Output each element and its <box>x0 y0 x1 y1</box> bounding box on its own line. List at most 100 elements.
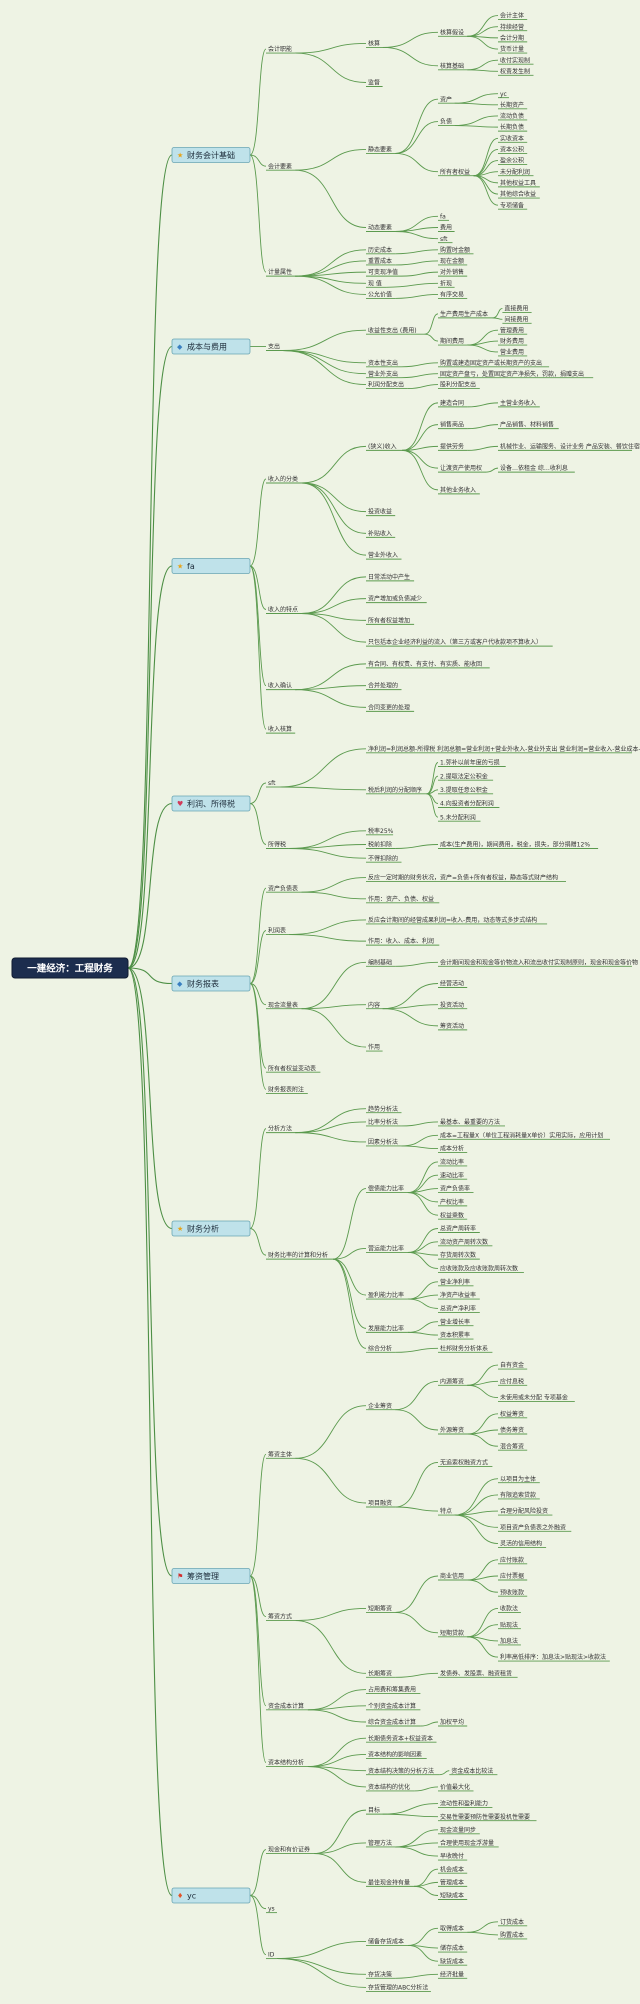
node-branches-6-children-1-children-1-children-0[interactable]: 发债券、发股票、融资租赁 <box>440 1669 512 1677</box>
node-branches-0-children-1-children-0-children-0[interactable]: 资产 <box>440 95 452 103</box>
node-branches-3-children-0-children-1-children-2[interactable]: 3.提取任意公积金 <box>440 786 488 794</box>
node-branches-1-children-0-children-0-children-0[interactable]: 生产费用生产成本 <box>440 310 488 318</box>
node-branches-6-children-1-children-0-children-0-children-1[interactable]: 应付票据 <box>500 1572 524 1580</box>
node-branches-4-children-2-children-1-children-2[interactable]: 筹资活动 <box>440 1022 464 1030</box>
node-branches-4-children-1-children-0[interactable]: 反应会计期间的经营成果利润=收入-费用，动态等式多步式结构 <box>368 916 537 924</box>
node-branches-3-children-1-children-2[interactable]: 不得扣除的 <box>368 854 398 862</box>
node-branches-6-children-3-children-2[interactable]: 资本结构决策的分析方法 <box>368 1767 434 1775</box>
node-branches-7-children-2-children-0-children-0[interactable]: 取得成本 <box>440 1924 464 1932</box>
node-branches-0-children-1-children-0-children-2-children-6[interactable]: 专项储备 <box>500 201 524 209</box>
node-branches-7-children-0-children-1-children-2[interactable]: 早收晚付 <box>440 1852 464 1860</box>
node-branches-2-children-0-children-0-children-1-children-0[interactable]: 产品销售、材料销售 <box>500 421 554 429</box>
node-branches-3-children-0-children-0[interactable]: 净利润=利润总额-所得税 利润总额=营业利润+营业外收入-营业外支出 营业利润=… <box>368 745 640 753</box>
node-branches-5-children-1-children-2[interactable]: 盈利能力比率 <box>368 1291 404 1299</box>
node-branches-0-children-2-children-1[interactable]: 重置成本 <box>368 257 392 265</box>
node-branches-1-children-0-children-2[interactable]: 营业外支出 <box>368 370 398 378</box>
node-branches-6-children-0-children-1-children-1-children-4[interactable]: 灵活的信用结构 <box>500 1540 542 1548</box>
node-branches-7-children-0-children-0-children-1[interactable]: 交易性需要预防性需要投机性需要 <box>440 1813 530 1821</box>
node-branches-5-children-0-children-2-children-1[interactable]: 成本分析 <box>440 1145 464 1153</box>
node-branches-6-children-0[interactable]: 筹资主体 <box>268 1450 292 1458</box>
node-branches-0-children-1-children-0-children-1-children-0[interactable]: 流动负债 <box>500 112 524 120</box>
node-branches-1-children-0-children-0-children-1-children-2[interactable]: 营业费用 <box>500 348 524 356</box>
node-branches-5-children-1-children-3-children-0[interactable]: 营业增长率 <box>440 1318 470 1326</box>
node-branches-7-children-0-children-1-children-0[interactable]: 现金流量同步 <box>440 1826 476 1834</box>
branch-4[interactable] <box>171 975 251 992</box>
node-branches-2-children-0-children-3[interactable]: 营业外收入 <box>368 551 398 559</box>
node-branches-5-children-1-children-1-children-2[interactable]: 存货周转次数 <box>440 1251 476 1259</box>
branch-3[interactable] <box>171 795 251 812</box>
node-branches-5-children-1-children-0-children-2[interactable]: 资产负债率 <box>440 1185 470 1193</box>
node-branches-5-children-1-children-4-children-0[interactable]: 杜邦财务分析体系 <box>440 1344 488 1352</box>
node-branches-6-children-1-children-0-children-0-children-0[interactable]: 应付账款 <box>500 1556 524 1564</box>
node-branches-5-children-0-children-1[interactable]: 比率分析法 <box>368 1118 398 1126</box>
node-branches-2-children-1-children-2[interactable]: 所有者权益增加 <box>368 616 410 624</box>
node-branches-7-children-2-children-0-children-1[interactable]: 储存成本 <box>440 1944 464 1952</box>
node-branches-6-children-0-children-0-children-1-children-0[interactable]: 权益筹资 <box>500 1410 524 1418</box>
node-branches-4-children-2-children-0[interactable]: 编制基础 <box>368 958 392 966</box>
node-branches-0-children-1-children-1-children-2[interactable]: sft <box>440 236 448 243</box>
node-branches-0-children-1-children-0-children-1[interactable]: 负债 <box>440 118 452 126</box>
node-branches-4-children-2-children-1-children-1[interactable]: 投资活动 <box>440 1001 464 1009</box>
node-branches-0-children-1-children-0-children-2-children-0[interactable]: 实收资本 <box>500 134 524 142</box>
node-branches-2-children-0-children-0-children-1[interactable]: 销售商品 <box>440 421 464 429</box>
node-branches-0-children-1-children-0-children-2-children-5[interactable]: 其他综合收益 <box>500 190 536 198</box>
node-branches-5-children-1-children-0-children-1[interactable]: 速动比率 <box>440 1171 464 1179</box>
node-branches-6-children-0-children-1-children-0[interactable]: 无追索权融资方式 <box>440 1459 488 1467</box>
node-branches-7-children-0-children-2-children-2[interactable]: 短缺成本 <box>440 1892 464 1900</box>
node-branches-4-children-1-children-1[interactable]: 作用：收入、成本、利润 <box>368 937 434 945</box>
node-branches-6-children-1-children-0-children-1[interactable]: 短期贷款 <box>440 1629 464 1637</box>
node-branches-0-children-2-children-2-children-0[interactable]: 对外销售 <box>440 268 464 276</box>
node-branches-5-children-1-children-2-children-2[interactable]: 总资产净利率 <box>440 1304 476 1312</box>
node-branches-1-children-0-children-0-children-1[interactable]: 期间费用 <box>440 337 464 345</box>
node-branches-0-children-0-children-0-children-0[interactable]: 核算假设 <box>440 28 464 36</box>
node-branches-3-children-1-children-1-children-0[interactable]: 成本(生产费用)，期间费用，税金，损失，部分捐赠12% <box>440 841 590 849</box>
node-branches-0-children-2-children-1-children-0[interactable]: 现在金额 <box>440 257 464 265</box>
node-branches-0-children-1-children-0-children-2-children-3[interactable]: 未分配利润 <box>500 168 530 176</box>
node-branches-4-children-0[interactable]: 资产负债表 <box>268 884 298 892</box>
node-branches-6-children-2-children-2[interactable]: 综合资金成本计算 <box>368 1718 416 1726</box>
node-branches-5-children-1-children-1-children-3[interactable]: 应收账款及应收账款周转次数 <box>440 1265 518 1273</box>
node-branches-0-children-1-children-1[interactable]: 动态要素 <box>368 224 392 232</box>
node-branches-5-children-1-children-0-children-3[interactable]: 产权比率 <box>440 1198 464 1206</box>
node-branches-6-children-0-children-1-children-1-children-1[interactable]: 有限追索贷款 <box>500 1491 536 1499</box>
node-branches-7-children-0-children-2[interactable]: 最佳现金持有量 <box>368 1878 410 1886</box>
node-branches-0-children-2-children-3[interactable]: 现 值 <box>368 279 382 287</box>
node-branches-0-children-1-children-0-children-2[interactable]: 所有者权益 <box>440 168 470 176</box>
node-branches-1-children-0[interactable]: 支出 <box>268 343 280 351</box>
branch-6[interactable] <box>171 1568 251 1584</box>
node-branches-3-children-0[interactable]: sft <box>268 780 276 787</box>
node-branches-5-children-0-children-2-children-0[interactable]: 成本=工程量X（单位工程消耗量X单价）实用实际，应用计划 <box>440 1131 603 1139</box>
node-branches-0-children-0-children-0-children-0-children-1[interactable]: 持续经营 <box>500 23 524 31</box>
node-branches-7-children-0-children-1-children-1[interactable]: 合理使用现金浮游量 <box>440 1839 494 1847</box>
node-branches-1-children-0-children-2-children-0[interactable]: 固定资产盘亏，处置固定资产净损失，罚款，捐赠支出 <box>440 370 584 378</box>
node-branches-6-children-0-children-1[interactable]: 项目融资 <box>368 1499 392 1507</box>
node-branches-4-children-2-children-1-children-0[interactable]: 经营活动 <box>440 980 464 988</box>
node-branches-7-children-1[interactable]: ys <box>268 1906 275 1913</box>
node-branches-1-children-0-children-0[interactable]: 收益性支出 (费用) <box>368 326 417 334</box>
node-branches-0-children-2-children-3-children-0[interactable]: 折现 <box>440 279 452 287</box>
node-branches-2-children-0-children-0-children-3-children-0[interactable]: 设备…依租金 综…收利息 <box>500 464 568 472</box>
node-branches-2-children-0-children-0-children-0-children-0[interactable]: 主营业务收入 <box>500 399 536 407</box>
node-branches-0-children-2-children-4[interactable]: 公允价值 <box>368 291 392 299</box>
node-branches-0-children-0[interactable]: 会计职能 <box>268 45 292 53</box>
node-branches-2-children-0-children-0-children-4[interactable]: 其他业务收入 <box>440 486 476 494</box>
node-branches-5-children-0-children-0[interactable]: 趋势分析法 <box>368 1105 398 1113</box>
node-branches-5-children-0[interactable]: 分析方法 <box>268 1125 292 1133</box>
node-branches-6-children-2-children-2-children-0[interactable]: 加权平均 <box>440 1718 464 1726</box>
node-branches-0-children-1-children-0-children-2-children-4[interactable]: 其他权益工具 <box>500 179 536 187</box>
node-branches-4-children-2-children-1[interactable]: 内容 <box>368 1001 380 1009</box>
node-branches-7-children-0-children-1[interactable]: 管理方法 <box>368 1839 392 1847</box>
node-branches-3-children-0-children-1[interactable]: 税后利润的分配顺序 <box>368 786 422 794</box>
node-branches-0-children-1-children-0-children-1-children-1[interactable]: 长期负债 <box>500 123 524 131</box>
node-branches-7-children-0-children-0-children-0[interactable]: 流动性和盈利能力 <box>440 1800 488 1808</box>
node-branches-1-children-0-children-0-children-0-children-0[interactable]: 直接费用 <box>504 305 528 313</box>
node-branches-2-children-0-children-0-children-2-children-0[interactable]: 机械作业、运输服务、设计业务 产品安装、餐饮住宿 <box>500 442 640 450</box>
node-branches-0-children-2-children-0[interactable]: 历史成本 <box>368 246 392 254</box>
node-branches-0-children-1[interactable]: 会计要素 <box>268 162 292 170</box>
node-branches-6-children-3-children-0[interactable]: 长期债务资本+权益资本 <box>368 1734 433 1742</box>
node-branches-2-children-0-children-0-children-2[interactable]: 提供劳务 <box>440 442 464 450</box>
node-branches-6-children-1-children-0-children-0[interactable]: 商业信用 <box>440 1572 464 1580</box>
node-branches-2-children-0-children-0[interactable]: (狭义)收入 <box>368 442 397 450</box>
node-branches-7-children-2[interactable]: ID <box>268 1952 275 1959</box>
node-branches-6-children-0-children-0-children-0-children-0[interactable]: 自有资金 <box>500 1361 524 1369</box>
